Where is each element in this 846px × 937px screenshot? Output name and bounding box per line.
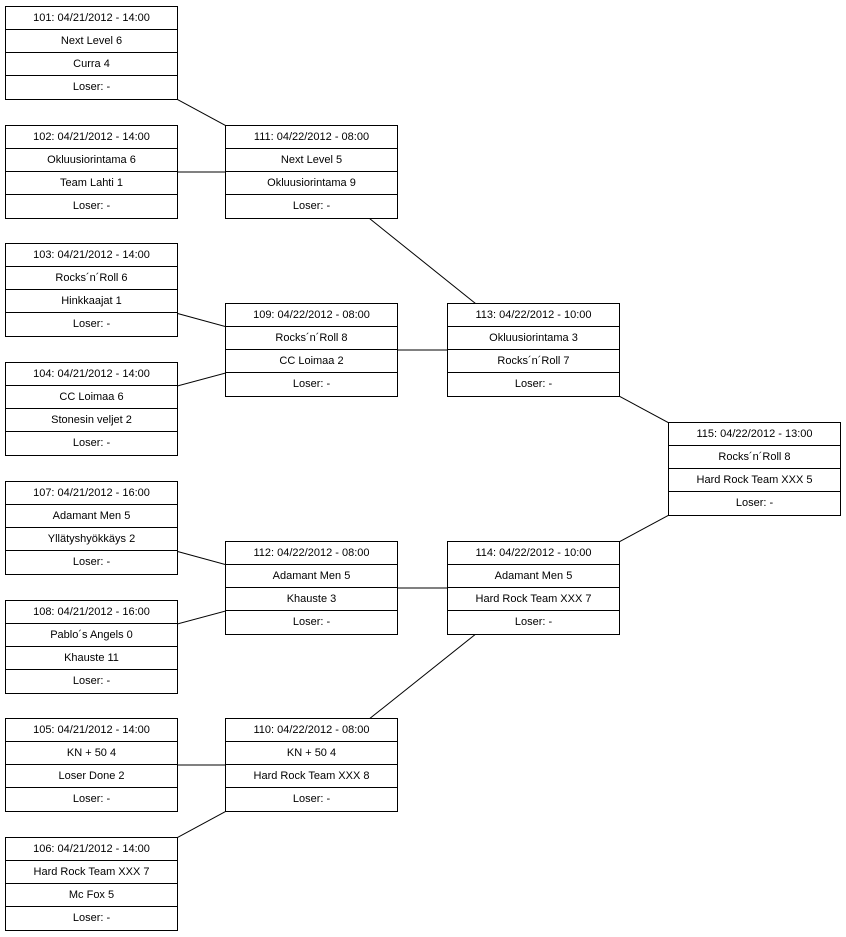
match-loser: Loser: -	[735, 497, 774, 509]
match-header: 113: 04/22/2012 - 10:00	[448, 304, 619, 327]
match-loser: Loser: -	[72, 793, 111, 805]
match-header: 101: 04/21/2012 - 14:00	[6, 7, 177, 30]
match-header: 102: 04/21/2012 - 14:00	[6, 126, 177, 149]
match-loser: Loser: -	[514, 616, 553, 628]
match-team-away: Rocks´n´Roll 7	[448, 350, 619, 373]
match-header: 107: 04/21/2012 - 16:00	[6, 482, 177, 505]
match-header: 106: 04/21/2012 - 14:00	[6, 838, 177, 861]
match-team-away: Loser Done 2	[6, 765, 177, 788]
match-team-home: Okluusiorintama 6	[6, 149, 177, 172]
match-team-home: Adamant Men 5	[226, 565, 397, 588]
match-team-home: Hard Rock Team XXX 7	[6, 861, 177, 884]
match-loser: Loser: -	[72, 556, 111, 568]
match-loser: Loser: -	[514, 378, 553, 390]
match-loser: Loser: -	[292, 616, 331, 628]
match-loser: Loser: -	[292, 793, 331, 805]
match-loser: Loser: -	[72, 318, 111, 330]
match-team-away: Hard Rock Team XXX 7	[448, 588, 619, 611]
match-team-home: Adamant Men 5	[6, 505, 177, 528]
match-team-home: Rocks´n´Roll 8	[226, 327, 397, 350]
match-header: 114: 04/22/2012 - 10:00	[448, 542, 619, 565]
match-team-away: Khauste 11	[6, 647, 177, 670]
match-team-away: Hard Rock Team XXX 5	[669, 469, 840, 492]
match-team-away: Hinkkaajat 1	[6, 290, 177, 313]
match-loser: Loser: -	[72, 675, 111, 687]
match-team-home: KN + 50 4	[6, 742, 177, 765]
match-team-home: Adamant Men 5	[448, 565, 619, 588]
match-team-away: Team Lahti 1	[6, 172, 177, 195]
match-team-away: Khauste 3	[226, 588, 397, 611]
match-header: 111: 04/22/2012 - 08:00	[226, 126, 397, 149]
match-header: 108: 04/21/2012 - 16:00	[6, 601, 177, 624]
match-team-away: Okluusiorintama 9	[226, 172, 397, 195]
match-header: 112: 04/22/2012 - 08:00	[226, 542, 397, 565]
match-header: 110: 04/22/2012 - 08:00	[226, 719, 397, 742]
match-team-home: KN + 50 4	[226, 742, 397, 765]
match-team-home: Next Level 5	[226, 149, 397, 172]
match-header: 103: 04/21/2012 - 14:00	[6, 244, 177, 267]
match-header: 104: 04/21/2012 - 14:00	[6, 363, 177, 386]
match-team-away: Hard Rock Team XXX 8	[226, 765, 397, 788]
match-header: 109: 04/22/2012 - 08:00	[226, 304, 397, 327]
match-team-home: Pablo´s Angels 0	[6, 624, 177, 647]
match-team-away: CC Loimaa 2	[226, 350, 397, 373]
match-team-away: Stonesin veljet 2	[6, 409, 177, 432]
match-header: 105: 04/21/2012 - 14:00	[6, 719, 177, 742]
match-loser: Loser: -	[72, 200, 111, 212]
match-team-home: Okluusiorintama 3	[448, 327, 619, 350]
match-loser: Loser: -	[72, 437, 111, 449]
match-team-away: Mc Fox 5	[6, 884, 177, 907]
match-team-home: CC Loimaa 6	[6, 386, 177, 409]
match-loser: Loser: -	[292, 200, 331, 212]
match-team-home: Rocks´n´Roll 6	[6, 267, 177, 290]
match-team-away: Yllätyshyökkäys 2	[6, 528, 177, 551]
match-loser: Loser: -	[292, 378, 331, 390]
match-header: 115: 04/22/2012 - 13:00	[669, 423, 840, 446]
match-loser: Loser: -	[72, 912, 111, 924]
match-team-home: Rocks´n´Roll 8	[669, 446, 840, 469]
match-team-home: Next Level 6	[6, 30, 177, 53]
match-loser: Loser: -	[72, 81, 111, 93]
match-team-away: Curra 4	[6, 53, 177, 76]
